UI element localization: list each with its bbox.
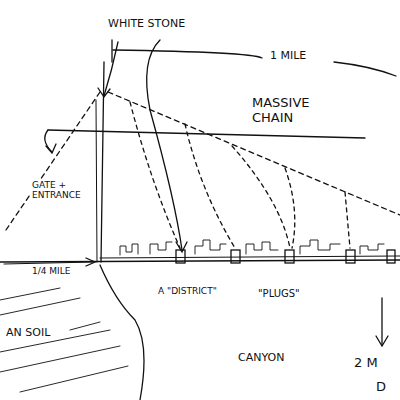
distance-label: 2 M: [352, 356, 380, 371]
distance-label: D: [374, 380, 388, 395]
dimension-label: 1/4 MILE: [30, 266, 72, 276]
canyon-label: CANYON: [236, 352, 286, 365]
soil-label: AN SOIL: [4, 327, 52, 340]
plugs-label: "PLUGS": [256, 288, 302, 300]
gate-label: GATE + ENTRANCE: [30, 180, 96, 201]
dimension-label: 1 MILE: [268, 50, 308, 63]
stone-label: WHITE STONE: [106, 18, 187, 31]
chain-label: MASSIVE CHAIN: [250, 96, 318, 126]
district-label: A "DISTRICT": [156, 286, 219, 296]
